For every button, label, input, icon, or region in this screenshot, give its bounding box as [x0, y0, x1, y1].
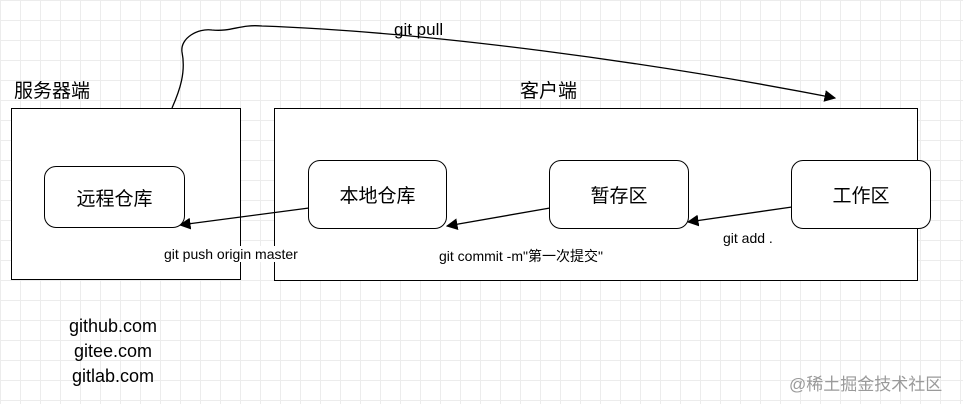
- site-gitee: gitee.com: [73, 341, 153, 361]
- remote-repo-label: 远程仓库: [76, 188, 153, 210]
- git-push-arrow: [178, 207, 310, 230]
- site-github: github.com: [68, 316, 158, 336]
- server-label: 服务器端: [14, 81, 91, 102]
- staging-node: 暂存区: [549, 160, 689, 229]
- watermark: @稀土掘金技术社区: [789, 375, 943, 394]
- git-pull-arrow: [171, 25, 837, 109]
- git-add-label: git add .: [722, 230, 774, 246]
- local-repo-node: 本地仓库: [308, 160, 447, 229]
- git-commit-label: git commit -m"第一次提交": [438, 246, 604, 266]
- git-push-label: git push origin master: [163, 246, 299, 262]
- git-commit-arrow: [445, 207, 551, 230]
- staging-label: 暂存区: [590, 186, 648, 207]
- remote-repo-node: 远程仓库: [44, 166, 185, 228]
- site-gitlab: gitlab.com: [71, 366, 155, 386]
- workspace-label: 工作区: [832, 186, 890, 207]
- git-add-arrow: [686, 206, 793, 227]
- local-repo-label: 本地仓库: [339, 186, 416, 207]
- client-label: 客户端: [520, 81, 578, 102]
- workspace-node: 工作区: [791, 160, 931, 229]
- git-pull-label: git pull: [394, 20, 444, 39]
